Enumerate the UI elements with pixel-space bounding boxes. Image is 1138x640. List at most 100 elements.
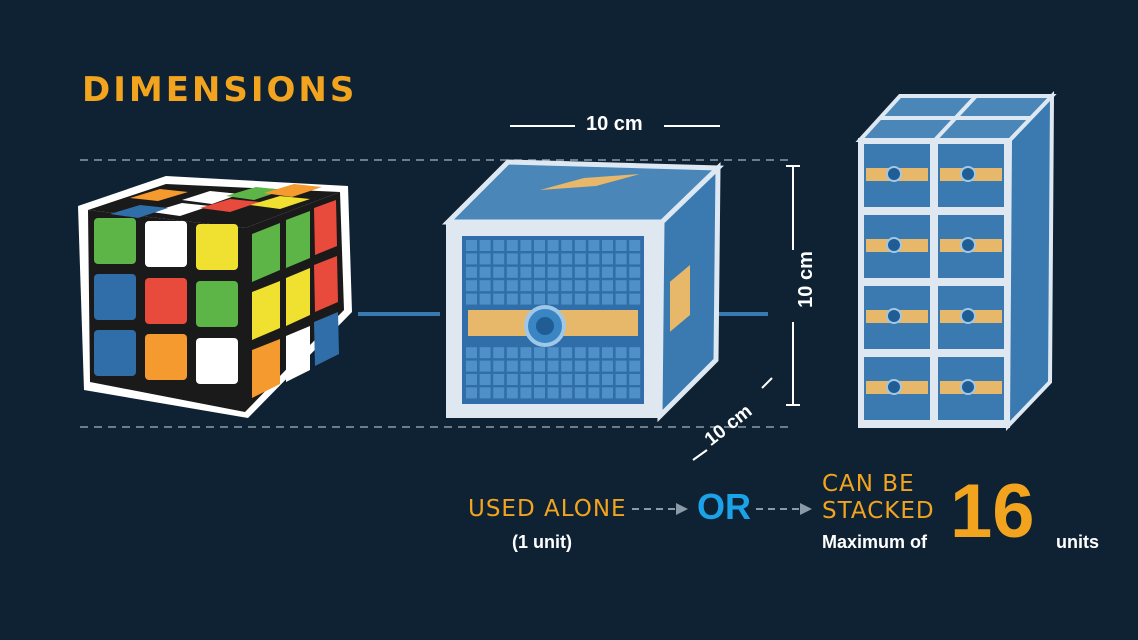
- stack-module-port: [886, 166, 902, 182]
- solar-cell: [493, 360, 505, 372]
- solar-cell: [534, 347, 545, 359]
- solar-cell: [629, 360, 641, 372]
- solar-cell: [615, 280, 627, 292]
- solar-cell: [615, 240, 627, 251]
- solar-cell: [615, 347, 627, 359]
- or-label: OR: [697, 486, 751, 527]
- solar-cell: [629, 347, 641, 359]
- solar-cell: [588, 360, 600, 372]
- solar-cell: [561, 374, 573, 385]
- solar-cell-grid: [466, 240, 641, 399]
- solar-cell: [466, 240, 477, 251]
- solar-cell: [534, 240, 545, 251]
- solar-cell: [588, 387, 600, 399]
- solar-cell: [561, 266, 573, 278]
- solar-cell: [506, 360, 518, 372]
- solar-cell: [574, 387, 586, 399]
- solar-cell: [574, 280, 586, 292]
- used-alone-label: USED ALONE: [468, 496, 627, 522]
- solar-cell: [574, 240, 586, 251]
- solar-cell: [466, 387, 477, 399]
- stack-module-port: [886, 308, 902, 324]
- solar-cell: [574, 293, 586, 305]
- solar-cell: [493, 347, 505, 359]
- solar-cell: [574, 347, 586, 359]
- solar-cell: [615, 253, 627, 265]
- solar-cell: [602, 293, 613, 305]
- solar-cell: [629, 293, 641, 305]
- stack-module-port: [886, 237, 902, 253]
- solar-cell: [520, 240, 532, 251]
- solar-cell: [466, 374, 477, 385]
- solar-cell: [466, 253, 477, 265]
- solar-cell: [534, 266, 545, 278]
- solar-cell: [479, 293, 491, 305]
- solar-cell: [588, 374, 600, 385]
- solar-cell: [561, 280, 573, 292]
- solar-cell: [479, 240, 491, 251]
- solar-cell: [629, 253, 641, 265]
- solar-cell: [534, 387, 545, 399]
- can-be-label: CAN BE: [822, 471, 915, 497]
- solar-cell: [561, 347, 573, 359]
- stack-module-port: [960, 166, 976, 182]
- solar-cell: [506, 374, 518, 385]
- solar-cell: [588, 293, 600, 305]
- solar-cell: [493, 280, 505, 292]
- solar-cell: [602, 347, 613, 359]
- solar-cell: [602, 360, 613, 372]
- solar-cell: [629, 280, 641, 292]
- solar-cell: [479, 280, 491, 292]
- solar-cell: [520, 280, 532, 292]
- solar-cell: [547, 266, 559, 278]
- solar-cell: [506, 347, 518, 359]
- solar-cell: [547, 293, 559, 305]
- solar-cell: [615, 360, 627, 372]
- solar-cell: [547, 360, 559, 372]
- solar-cell: [493, 266, 505, 278]
- solar-cell: [479, 387, 491, 399]
- solar-cell: [534, 280, 545, 292]
- solar-cell: [520, 293, 532, 305]
- solar-cell: [547, 253, 559, 265]
- solar-cell: [547, 374, 559, 385]
- solar-cell: [520, 387, 532, 399]
- solar-cell: [493, 374, 505, 385]
- solar-cell: [479, 360, 491, 372]
- solar-cell: [506, 266, 518, 278]
- solar-cell: [615, 387, 627, 399]
- solar-cell: [534, 253, 545, 265]
- solar-cell: [588, 266, 600, 278]
- rubiks-cube-icon: [78, 176, 352, 418]
- page-title: DIMENSIONS: [82, 70, 358, 110]
- solar-cell: [561, 253, 573, 265]
- width-label: 10 cm: [586, 113, 643, 135]
- solar-cell: [506, 280, 518, 292]
- solar-cell: [574, 253, 586, 265]
- solar-cell: [506, 253, 518, 265]
- max-count: 16: [950, 469, 1035, 554]
- solar-cell: [534, 360, 545, 372]
- solar-cell: [629, 387, 641, 399]
- solar-cell: [493, 387, 505, 399]
- solar-cell: [534, 374, 545, 385]
- solar-cell: [615, 374, 627, 385]
- stack-module-port: [960, 237, 976, 253]
- solar-cell: [561, 240, 573, 251]
- stack-module-port: [886, 379, 902, 395]
- stack-module-grid: [864, 144, 1004, 420]
- solar-cell: [479, 347, 491, 359]
- height-label: 10 cm: [794, 251, 817, 308]
- solar-cell: [493, 253, 505, 265]
- solar-cell: [561, 360, 573, 372]
- solar-cell: [479, 374, 491, 385]
- solar-cell: [466, 360, 477, 372]
- cubesat-icon: [441, 159, 725, 423]
- arrow-right-icon-2: [756, 503, 812, 515]
- solar-cell: [493, 293, 505, 305]
- solar-cell: [588, 240, 600, 251]
- solar-cell: [602, 253, 613, 265]
- solar-cell: [547, 240, 559, 251]
- solar-cell: [629, 240, 641, 251]
- arrow-right-icon: [632, 503, 688, 515]
